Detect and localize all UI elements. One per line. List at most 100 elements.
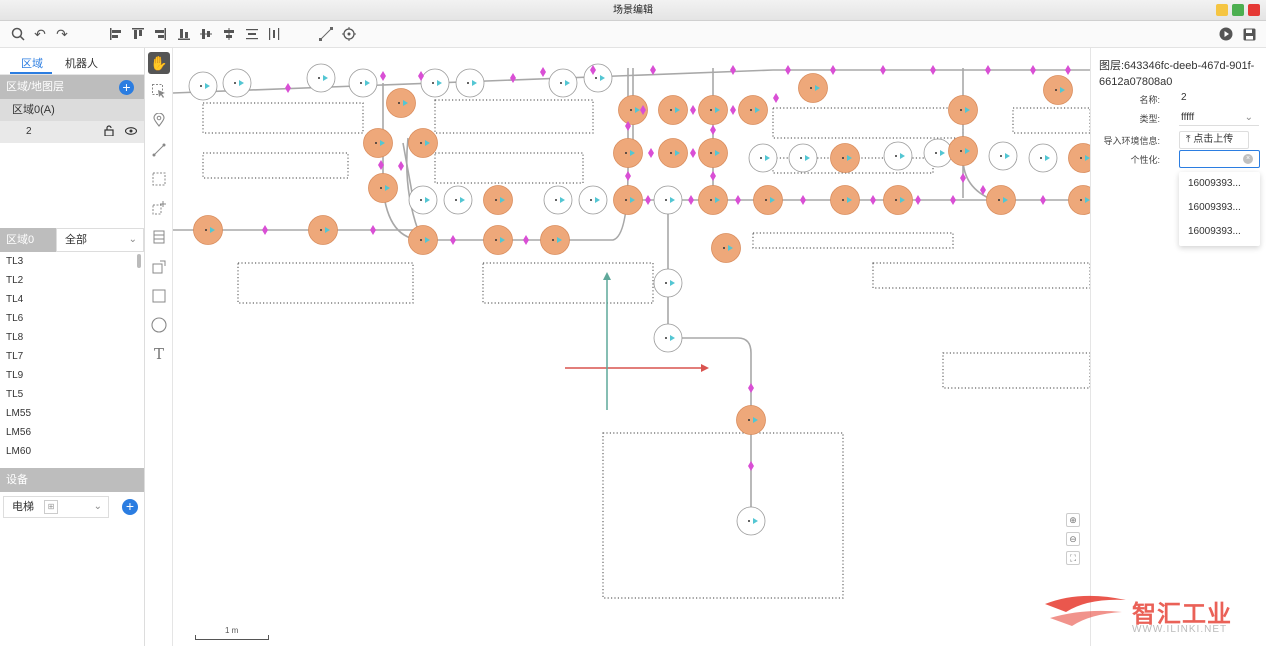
area-row[interactable]: 区域0(A) xyxy=(0,99,144,121)
custom-input[interactable]: × xyxy=(1179,150,1260,168)
minimize-button[interactable] xyxy=(1216,4,1228,16)
align-bottom-icon[interactable] xyxy=(176,26,192,42)
region-add-icon[interactable] xyxy=(148,197,170,219)
node-direction-arrow xyxy=(239,80,244,86)
dropdown-option[interactable]: 16009393... xyxy=(1188,226,1241,237)
list-item[interactable]: LM55 xyxy=(6,408,32,419)
fullscreen-icon[interactable]: ⛶ xyxy=(1066,551,1080,565)
text-tool-icon[interactable]: T xyxy=(153,345,164,363)
list-item[interactable]: TL2 xyxy=(6,275,24,286)
search-icon[interactable] xyxy=(10,26,26,42)
node-center-dot xyxy=(625,152,627,154)
scale-bar: 1 m xyxy=(195,626,269,640)
dropdown-option[interactable]: 16009393... xyxy=(1188,202,1241,213)
tab-area[interactable]: 区域 xyxy=(21,58,43,70)
align-right-icon[interactable] xyxy=(152,26,168,42)
path-line-icon[interactable] xyxy=(148,139,170,161)
list-item[interactable]: TL4 xyxy=(6,294,24,305)
maximize-button[interactable] xyxy=(1232,4,1244,16)
unlock-icon[interactable] xyxy=(102,125,116,139)
map-node xyxy=(188,71,218,101)
align-top-icon[interactable] xyxy=(130,26,146,42)
path-marker xyxy=(510,73,516,83)
list-item[interactable]: TL7 xyxy=(6,351,24,362)
select-icon[interactable] xyxy=(148,80,170,102)
hand-pan-icon[interactable]: ✋ xyxy=(148,52,170,74)
path-marker xyxy=(540,67,546,77)
location-pin-icon[interactable] xyxy=(148,109,170,131)
map-node xyxy=(698,95,728,125)
align-left-icon[interactable] xyxy=(108,26,124,42)
target-icon[interactable] xyxy=(341,26,357,42)
path-marker xyxy=(773,93,779,103)
map-node xyxy=(830,185,860,215)
close-button[interactable] xyxy=(1248,4,1260,16)
eye-icon[interactable] xyxy=(124,125,138,139)
list-item[interactable]: LM60 xyxy=(6,446,32,457)
distribute-horizontal-icon[interactable] xyxy=(266,26,282,42)
map-node xyxy=(408,185,438,215)
zoom-in-icon[interactable]: ⊕ xyxy=(1066,513,1080,527)
map-node xyxy=(788,143,818,173)
map-node xyxy=(653,323,683,353)
map-node xyxy=(883,141,913,171)
layer-row[interactable]: 2 xyxy=(0,121,144,143)
list-item[interactable]: TL8 xyxy=(6,332,24,343)
map-node xyxy=(306,63,336,93)
node-center-dot xyxy=(560,82,562,84)
map-node xyxy=(348,68,378,98)
area-filter-select[interactable]: 全部 ⌄ xyxy=(56,228,144,252)
list-item[interactable]: TL6 xyxy=(6,313,24,324)
align-hcenter-icon[interactable] xyxy=(221,26,237,42)
distribute-vertical-icon[interactable] xyxy=(244,26,260,42)
list-item[interactable]: TL9 xyxy=(6,370,24,381)
device-select[interactable]: 电梯 ⊞ ⌄ xyxy=(3,496,109,518)
map-canvas[interactable]: ⊕ ⊖ ⛶ 1 m xyxy=(173,48,1090,646)
tab-robot[interactable]: 机器人 xyxy=(65,58,98,70)
add-device-button[interactable]: + xyxy=(122,499,138,515)
node-center-dot xyxy=(590,199,592,201)
add-layer-button[interactable]: + xyxy=(119,80,134,95)
circle-icon[interactable] xyxy=(148,314,170,336)
play-icon[interactable] xyxy=(1218,26,1234,42)
list-item[interactable]: TL5 xyxy=(6,389,24,400)
zoom-out-icon[interactable]: ⊖ xyxy=(1066,532,1080,546)
map-svg[interactable] xyxy=(173,48,1090,646)
node-center-dot xyxy=(710,152,712,154)
node-center-dot xyxy=(800,157,802,159)
line-tool-icon[interactable] xyxy=(318,26,334,42)
node-center-dot xyxy=(420,239,422,241)
node-center-dot xyxy=(625,199,627,201)
device-section-title: 设备 xyxy=(6,474,28,486)
point-list-scrollbar[interactable] xyxy=(137,254,141,268)
rotate-box-icon[interactable] xyxy=(148,256,170,278)
path-marker xyxy=(648,148,654,158)
align-vcenter-icon[interactable] xyxy=(198,26,214,42)
node-direction-arrow xyxy=(205,83,210,89)
tool-strip: ✋ T xyxy=(145,48,173,646)
node-direction-arrow xyxy=(600,75,605,81)
undo-icon[interactable]: ↶ xyxy=(34,25,46,42)
rectangle-icon[interactable] xyxy=(148,285,170,307)
node-direction-arrow xyxy=(715,197,720,203)
node-direction-arrow xyxy=(805,155,810,161)
save-icon[interactable] xyxy=(1241,26,1257,42)
redo-icon[interactable]: ↷ xyxy=(56,25,68,42)
upload-button[interactable]: ⤒ 点击上传 xyxy=(1179,131,1249,149)
dropdown-option[interactable]: 16009393... xyxy=(1188,178,1241,189)
list-item[interactable]: TL3 xyxy=(6,256,24,267)
clear-input-icon[interactable]: × xyxy=(1243,154,1253,164)
map-node xyxy=(748,143,778,173)
node-center-dot xyxy=(935,152,937,154)
area-select-icon[interactable] xyxy=(148,168,170,190)
device-section-header: 设备 xyxy=(0,468,144,492)
node-center-dot xyxy=(552,239,554,241)
list-item[interactable]: LM56 xyxy=(6,427,32,438)
path-marker xyxy=(1030,65,1036,75)
area-filter-label: 区域0 xyxy=(0,228,56,252)
shelf-icon[interactable] xyxy=(148,226,170,248)
node-center-dot xyxy=(455,199,457,201)
scale-bar-label: 1 m xyxy=(225,626,239,635)
type-select[interactable]: fffff ⌄ xyxy=(1179,110,1259,126)
path-marker xyxy=(748,461,754,471)
